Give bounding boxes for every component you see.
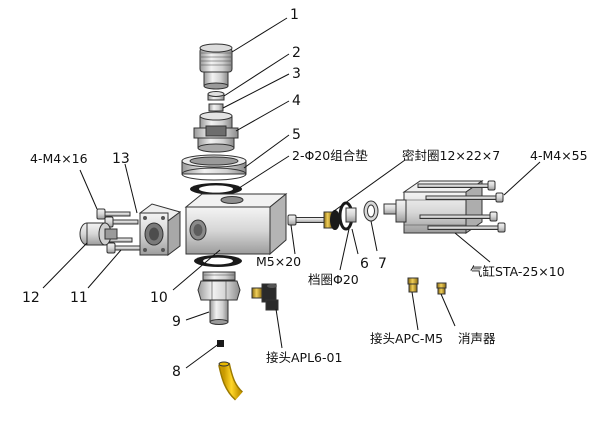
part-7-thin-ring: [363, 200, 379, 222]
screws-m4x55: [417, 180, 506, 233]
callout-3: 3: [292, 66, 301, 82]
callout-7: 7: [378, 256, 387, 272]
label-seal-ring: 密封圈12×22×7: [402, 148, 500, 163]
part-1-threaded-cap: [199, 43, 233, 90]
part-9-fitting: [197, 271, 241, 325]
callout-5: 5: [292, 127, 301, 143]
part-3-small-nut: [208, 103, 224, 112]
callout-numbers: 1 2 3 4 5 6 7 8 9 10 11 12 13: [22, 7, 387, 380]
callout-4: 4: [292, 93, 301, 109]
callout-11: 11: [70, 290, 88, 306]
label-washer-pair: 2-Φ20组合垫: [292, 148, 368, 163]
washer-lower: [194, 255, 242, 267]
part-2-small-ring: [207, 91, 225, 101]
label-fitting-apc: 接头APC-M5: [370, 331, 443, 346]
screw-m4x16-a: [96, 208, 131, 220]
fitting-apc-m5: [407, 277, 419, 293]
label-retaining-ring: 档圈Φ20: [308, 272, 359, 287]
callout-9: 9: [172, 314, 181, 330]
callout-12: 12: [22, 290, 40, 306]
callout-8: 8: [172, 364, 181, 380]
callout-1: 1: [290, 7, 299, 23]
screw-m5x20: [287, 214, 325, 226]
label-silencer: 消声器: [458, 331, 496, 346]
label-screws-left: 4-M4×16: [30, 151, 88, 166]
label-fitting-apl: 接头APL6-01: [266, 350, 342, 365]
part-12-side-plug: [79, 222, 118, 246]
callout-13: 13: [112, 151, 130, 167]
callout-6: 6: [360, 256, 369, 272]
washer-upper: [190, 183, 242, 195]
yellow-hose: [218, 361, 244, 401]
part-6-retaining-ring: [338, 201, 357, 231]
air-cylinder-sta-25x10: [383, 180, 506, 234]
apl6-elbow-fitting: [251, 283, 279, 311]
seal-ring-12x22x7: [323, 210, 340, 230]
silencer: [436, 282, 447, 295]
part-5-large-ring: [181, 154, 247, 181]
part-labels: 2-Φ20组合垫 密封圈12×22×7 4-M4×16 4-M4×55 M5×2…: [30, 148, 588, 365]
callout-10: 10: [150, 290, 168, 306]
part-10-main-block: [184, 192, 288, 256]
label-screw-m5: M5×20: [256, 254, 301, 269]
part-13-flange: [138, 203, 182, 256]
label-screws-right: 4-M4×55: [530, 148, 588, 163]
label-cylinder: 气缸STA-25×10: [470, 264, 565, 279]
callout-2: 2: [292, 45, 301, 61]
screw-m4x16-b: [104, 216, 139, 228]
part-4-valve-sleeve: [193, 111, 239, 153]
part-8-plug: [217, 340, 224, 347]
screw-m4x16-d: [106, 242, 141, 254]
leader-lines: [42, 17, 541, 369]
